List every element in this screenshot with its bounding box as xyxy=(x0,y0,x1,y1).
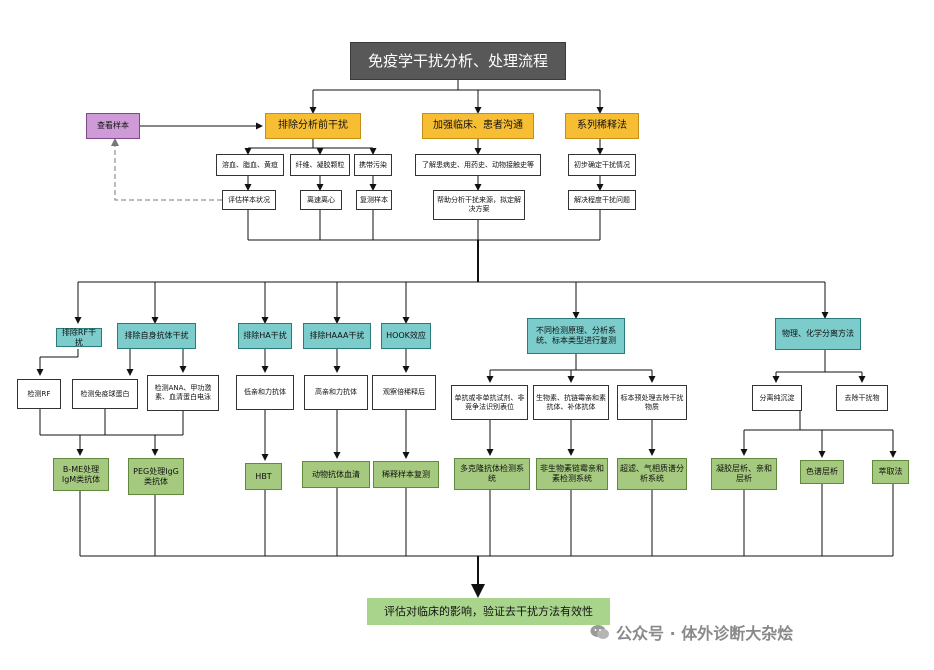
alternative-platform-box: 不同检测原理、分析系统、标本类型进行复测 xyxy=(527,318,625,354)
hook-effect-box: HOOK效应 xyxy=(381,323,431,349)
help-analysis-box: 帮助分析干扰来源，拟定解决方案 xyxy=(433,190,525,220)
fiber-gel-box: 纤维、凝胶颗粒 xyxy=(290,154,350,176)
initial-determine-box: 初步确定干扰情况 xyxy=(568,154,636,176)
separation-box: 分离纯沉淀 xyxy=(752,385,802,411)
remove-interferent-box: 去除干扰物 xyxy=(836,385,888,411)
carryover-box: 携带污染 xyxy=(354,154,392,176)
recentrifuge-box: 离速离心 xyxy=(300,190,342,210)
high-affinity-antibody-box: 高亲和力抗体 xyxy=(304,375,368,410)
resolve-interference-box: 解决程度干扰问题 xyxy=(568,190,636,210)
exclude-ha-box: 排除HA干扰 xyxy=(238,323,292,349)
animal-serum-box: 动物抗体血清 xyxy=(302,461,370,488)
sample-pretreatment-box: 标本预处理去除干扰物质 xyxy=(617,385,687,420)
bme-treatment-box: B-ME处理IgM类抗体 xyxy=(53,458,109,491)
exclude-preanalytic-box: 排除分析前干扰 xyxy=(265,113,361,139)
detect-rf-box: 检测RF xyxy=(17,379,61,409)
low-affinity-antibody-box: 低亲和力抗体 xyxy=(236,375,294,410)
non-biotin-system-box: 非生物素链霉亲和素检测系统 xyxy=(536,458,608,490)
wechat-icon xyxy=(590,625,609,639)
watermark-text: 公众号 · 体外诊断大杂烩 xyxy=(616,624,794,643)
watermark: 公众号 · 体外诊断大杂烩 xyxy=(590,620,793,644)
clinical-communication-box: 加强临床、患者沟通 xyxy=(422,113,534,139)
exclude-rf-box: 排除RF干扰 xyxy=(56,328,102,347)
extraction-box: 萃取法 xyxy=(872,460,909,484)
retest-sample-box: 复测样本 xyxy=(356,190,392,210)
assess-sample-box: 评估样本状况 xyxy=(222,190,276,210)
serial-dilution-box: 系列稀释法 xyxy=(565,113,639,139)
exclude-autoantibody-box: 排除自身抗体干扰 xyxy=(117,323,196,349)
hemolysis-box: 溶血、脂血、黄疸 xyxy=(216,154,284,176)
gel-chromatography-box: 凝胶层析、亲和层析 xyxy=(711,458,777,490)
detect-ana-box: 检测ANA、甲功激素、血清蛋白电泳 xyxy=(147,375,219,411)
epitope-method-box: 单抗或非单抗试剂、非竞争法识别表位 xyxy=(451,385,528,420)
chromatography-box: 色谱层析 xyxy=(800,460,844,484)
ultrafiltration-box: 超滤、气相质谱分析系统 xyxy=(617,458,687,490)
check-sample-box: 查看样本 xyxy=(86,113,140,139)
polyclonal-system-box: 多克隆抗体检测系统 xyxy=(454,458,530,490)
detect-immunoglobulin-box: 检测免疫球蛋白 xyxy=(72,379,138,409)
peg-treatment-box: PEG处理IgG类抗体 xyxy=(128,458,184,495)
biotin-complement-box: 生物素、抗链霉亲和素抗体、补体抗体 xyxy=(533,385,609,420)
history-box: 了解患病史、用药史、动物接触史等 xyxy=(415,154,541,176)
observe-dilution-box: 观察倍稀释后 xyxy=(372,375,436,410)
physical-chemical-separation-box: 物理、化学分离方法 xyxy=(775,318,861,350)
hbt-box: HBT xyxy=(245,463,282,490)
dilute-retest-box: 稀释样本复测 xyxy=(373,461,439,488)
exclude-haaa-box: 排除HAAA干扰 xyxy=(303,323,371,349)
diagram-title: 免疫学干扰分析、处理流程 xyxy=(350,42,566,80)
final-evaluation-box: 评估对临床的影响，验证去干扰方法有效性 xyxy=(367,598,610,625)
